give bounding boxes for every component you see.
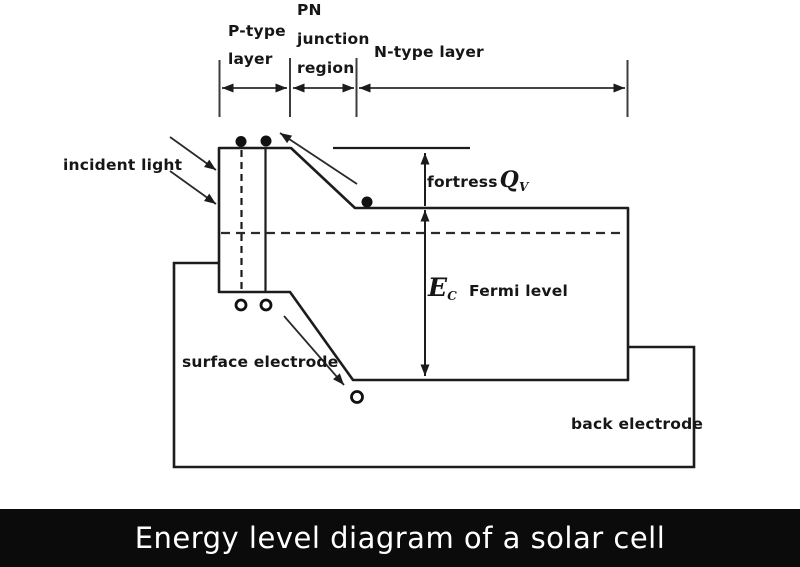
ec-symbol: E (428, 273, 448, 302)
incident-light-arrow-1 (169, 136, 217, 171)
hole-circle-1 (234, 298, 248, 312)
dimension-ticks (218, 58, 629, 117)
title-bar: Energy level diagram of a solar cell (0, 509, 800, 567)
pn-junction-region-label: PN junction region (297, 0, 370, 83)
back-electrode-label: back electrode (571, 415, 704, 433)
energy-band-outline (217, 146, 630, 382)
electron-dots (235, 135, 373, 208)
p-type-line1: P-type (228, 22, 286, 40)
incident-light-arrow-2 (169, 170, 217, 205)
incident-light-arrows (169, 136, 217, 205)
electron-dot-3 (361, 196, 373, 208)
diagram-title: Energy level diagram of a solar cell (134, 521, 666, 555)
fermi-level-label: Fermi level (469, 282, 568, 300)
electron-dot-1 (235, 136, 247, 147)
external-circuit-wire (172, 261, 696, 469)
pn-line2: junction (297, 30, 370, 48)
n-type-layer-label: N-type layer (374, 43, 484, 61)
ec-subscript: C (447, 289, 458, 303)
pn-line3: region (297, 59, 355, 77)
p-type-line2: layer (228, 50, 273, 68)
barrier-subscript: V (519, 180, 529, 194)
electron-dot-2 (260, 135, 272, 147)
incident-light-label: incident light (63, 156, 183, 174)
barrier-symbol: Q (499, 167, 520, 193)
surface-electrode-pointer (283, 315, 345, 386)
surface-electrode-label: surface electrode (182, 353, 339, 371)
electrode-contact-circle (350, 390, 364, 404)
hole-circles (234, 298, 364, 404)
electron-flow-arrow (279, 132, 358, 185)
pn-line1: PN (297, 1, 322, 19)
barrier-text: fortress (427, 173, 498, 191)
diagram-canvas (169, 58, 696, 469)
p-type-layer-label: P-type layer (228, 17, 286, 73)
hole-circle-2 (259, 298, 273, 312)
